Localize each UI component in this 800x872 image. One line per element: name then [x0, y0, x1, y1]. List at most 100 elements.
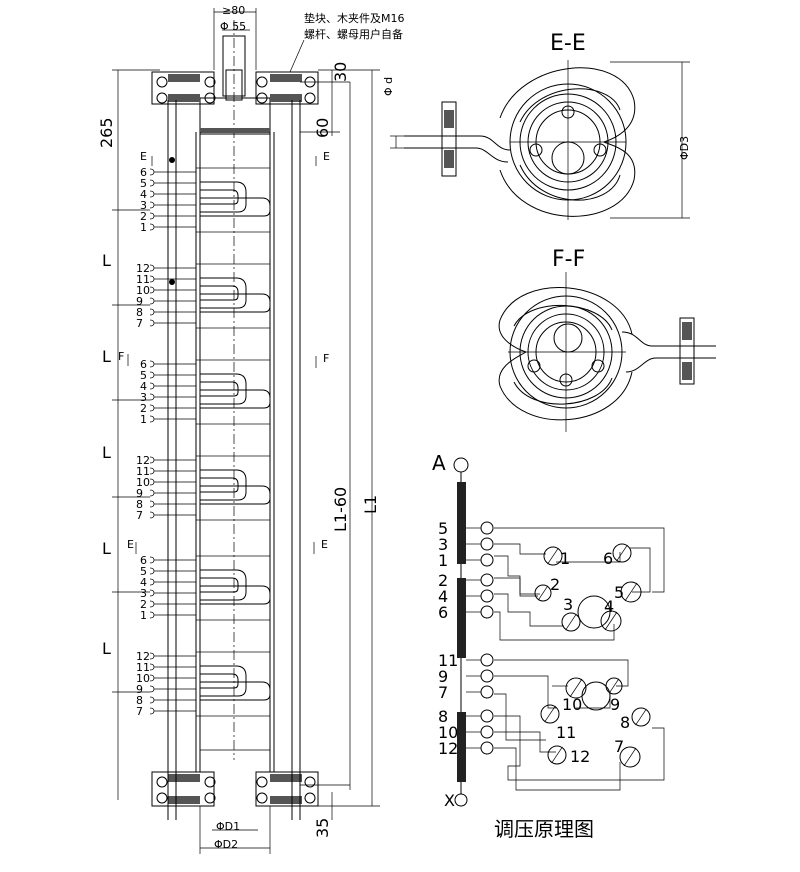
contact-label: 2 — [550, 575, 560, 594]
tap-label: 1 — [140, 413, 147, 426]
tap-label: 9 — [136, 487, 143, 500]
section-ee-title: E-E — [550, 31, 586, 56]
dim-phi-d: Φ d — [382, 77, 395, 96]
dim-top-55: Φ 55 — [220, 20, 246, 33]
dim-l-1: L — [102, 251, 111, 270]
section-mark-e-top: E — [140, 150, 147, 163]
contact-label: 8 — [620, 713, 630, 732]
schematic-tap-label: 6 — [438, 603, 448, 622]
schematic-tap-label: 12 — [438, 739, 458, 758]
dim-30: 30 — [331, 62, 350, 82]
tap-terminal — [480, 537, 494, 551]
tap-label: 5 — [140, 369, 147, 382]
schematic-tap-label: 1 — [438, 551, 448, 570]
contact-label: 3 — [563, 595, 573, 614]
switch-contact — [631, 707, 651, 727]
terminal-a-label: A — [432, 451, 446, 475]
tap-label: 4 — [140, 380, 147, 393]
tap-label: 9 — [136, 683, 143, 696]
dim-l1-60: L1-60 — [331, 487, 350, 532]
dim-265: 265 — [97, 117, 116, 148]
tap-terminal — [480, 573, 494, 587]
tap-label: 12 — [136, 650, 150, 663]
switch-contact — [600, 610, 622, 632]
main-elevation: ≥80 Φ 55 — [97, 4, 405, 854]
tap-terminal — [480, 653, 494, 667]
tap-label: 5 — [140, 177, 147, 190]
note-line-2: 螺杆、螺母用户自备 — [304, 27, 403, 41]
contact-label: 9 — [610, 695, 620, 714]
schematic-tap-label: 4 — [438, 587, 448, 606]
dim-l-2: L — [102, 347, 111, 366]
tap-label: 11 — [136, 661, 150, 674]
schematic-title: 调压原理图 — [494, 817, 594, 841]
dim-l-3: L — [102, 443, 111, 462]
dim-phi-d3: ΦD3 — [678, 136, 691, 160]
winding-segment-3 — [457, 712, 466, 782]
tap-label: 11 — [136, 465, 150, 478]
tap-label: 1 — [140, 609, 147, 622]
tap-terminal — [480, 741, 494, 755]
contact-label: 12 — [570, 747, 590, 766]
tap-terminal — [480, 709, 494, 723]
section-mark-e-low-right: E — [321, 538, 328, 551]
tap-label: 6 — [140, 166, 147, 179]
tap-label: 8 — [136, 306, 143, 319]
terminal-x-label: X — [444, 791, 455, 810]
switch-contact — [619, 746, 641, 768]
schematic-tap-label: 5 — [438, 519, 448, 538]
tap-label: 2 — [140, 402, 147, 415]
tap-label: 7 — [136, 509, 143, 522]
contact-label: 6 — [603, 549, 613, 568]
switch-contact — [565, 677, 587, 699]
dim-d2: ΦD2 — [214, 838, 238, 851]
tap-lead-blocks: 6543211211109876543211211109876543211211… — [136, 157, 271, 718]
tap-label: 12 — [136, 262, 150, 275]
tap-label: 10 — [136, 672, 150, 685]
switch-contact-large — [581, 681, 611, 711]
section-ff: F-F — [498, 247, 716, 432]
tap-label: 12 — [136, 454, 150, 467]
tap-terminal — [480, 725, 494, 739]
tap-terminal — [480, 669, 494, 683]
switch-contact — [534, 584, 552, 602]
tap-label: 7 — [136, 705, 143, 718]
tap-label: 3 — [140, 391, 147, 404]
section-ff-title: F-F — [552, 247, 585, 272]
schematic-tap-label: 7 — [438, 683, 448, 702]
tap-label: 10 — [136, 284, 150, 297]
contact-label: 7 — [614, 737, 624, 756]
tap-label: 1 — [140, 221, 147, 234]
dim-l-5: L — [102, 639, 111, 658]
switch-contact-large — [577, 595, 611, 629]
tap-terminal — [480, 685, 494, 699]
terminal-x — [454, 793, 468, 807]
tap-label: 2 — [140, 598, 147, 611]
tap-label: 2 — [140, 210, 147, 223]
tap-label: 5 — [140, 565, 147, 578]
tap-label: 3 — [140, 587, 147, 600]
tap-label: 8 — [136, 498, 143, 511]
schematic-taps — [466, 521, 494, 755]
section-ee: E-E Φ d ΦD3 — [382, 31, 691, 220]
switch-contact — [543, 546, 563, 566]
schematic-tap-label: 10 — [438, 723, 458, 742]
dim-top-80: ≥80 — [222, 4, 245, 17]
tap-label: 9 — [136, 295, 143, 308]
tap-label: 4 — [140, 576, 147, 589]
tap-terminal — [480, 589, 494, 603]
winding-segment-2 — [457, 578, 466, 658]
schematic-tap-label: 3 — [438, 535, 448, 554]
winding-segment-1 — [457, 482, 466, 564]
contact-label: 1 — [560, 549, 570, 568]
schematic-tap-label: 2 — [438, 571, 448, 590]
section-mark-f-right: F — [323, 352, 329, 365]
switch-contact — [540, 704, 560, 724]
tap-label: 8 — [136, 694, 143, 707]
section-mark-e-top-right: E — [323, 150, 330, 163]
contact-label: 5 — [614, 583, 624, 602]
dim-60: 60 — [313, 118, 332, 138]
